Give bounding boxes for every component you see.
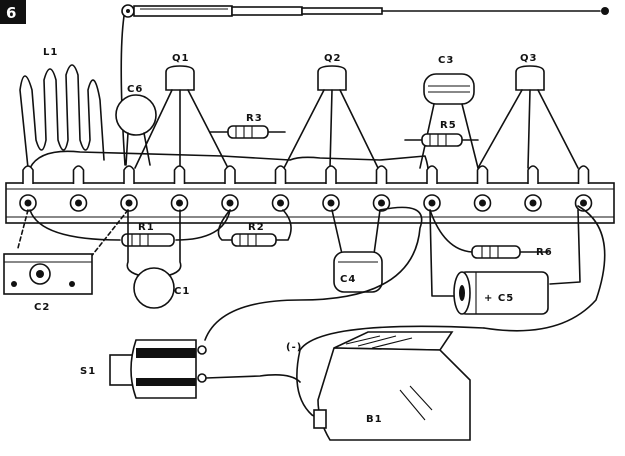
label-c1: C1: [174, 286, 190, 297]
terminal-lug: [473, 165, 492, 212]
resistor-r1: R1: [29, 209, 231, 247]
resistor-r6: R6: [429, 209, 553, 259]
label-c3: C3: [438, 55, 454, 66]
terminal-lug: [19, 165, 37, 212]
transistor-q2: Q2: [283, 53, 379, 169]
transistor-q1: Q1: [134, 53, 229, 169]
switch-s1: S1: [80, 339, 301, 399]
terminal-lug: [69, 165, 88, 212]
label-s1: S1: [80, 366, 96, 377]
label-c6: C6: [127, 84, 143, 95]
capacitor-c5: + C5: [429, 205, 606, 332]
label-r2: R2: [248, 222, 265, 233]
capacitor-c3: C3: [419, 55, 479, 169]
resistor-r5: R5: [404, 120, 479, 147]
label-l1: L1: [43, 47, 58, 58]
coil-l1: L1: [19, 47, 105, 169]
terminal-lug: [322, 165, 340, 212]
label-c4: C4: [340, 274, 356, 285]
label-q1: Q1: [172, 53, 189, 64]
label-r3: R3: [246, 113, 263, 124]
figure-number-badge: 6: [0, 0, 26, 24]
battery-b1: B1: [313, 331, 471, 441]
figure-number: 6: [6, 4, 16, 22]
terminal-lug: [120, 165, 138, 212]
terminal-lug: [221, 165, 239, 212]
antenna: [120, 4, 609, 166]
label-c5: + C5: [484, 293, 514, 304]
label-q3: Q3: [520, 53, 537, 64]
terminal-lug: [271, 165, 290, 212]
terminal-lugs: [19, 165, 593, 212]
capacitor-c6: C6: [115, 84, 157, 166]
label-r5: R5: [440, 120, 457, 131]
terminal-lug: [423, 165, 441, 212]
capacitor-c4: C4: [331, 209, 383, 293]
label-q2: Q2: [324, 53, 341, 64]
label-b1: B1: [366, 414, 383, 425]
capacitor-c1: C1: [126, 209, 190, 309]
terminal-lug: [372, 165, 391, 212]
label-negative: (-): [286, 342, 302, 353]
terminal-lug: [170, 165, 189, 212]
label-c2: C2: [34, 302, 50, 313]
terminal-lug: [524, 165, 542, 212]
label-r1: R1: [138, 222, 155, 233]
terminal-strip: [5, 182, 615, 224]
trimmer-c2: C2: [3, 209, 129, 313]
label-r6: R6: [536, 247, 553, 258]
resistor-r3: R3: [209, 113, 286, 139]
resistor-r2: R2: [217, 209, 292, 247]
transistor-q3: Q3: [477, 53, 579, 169]
